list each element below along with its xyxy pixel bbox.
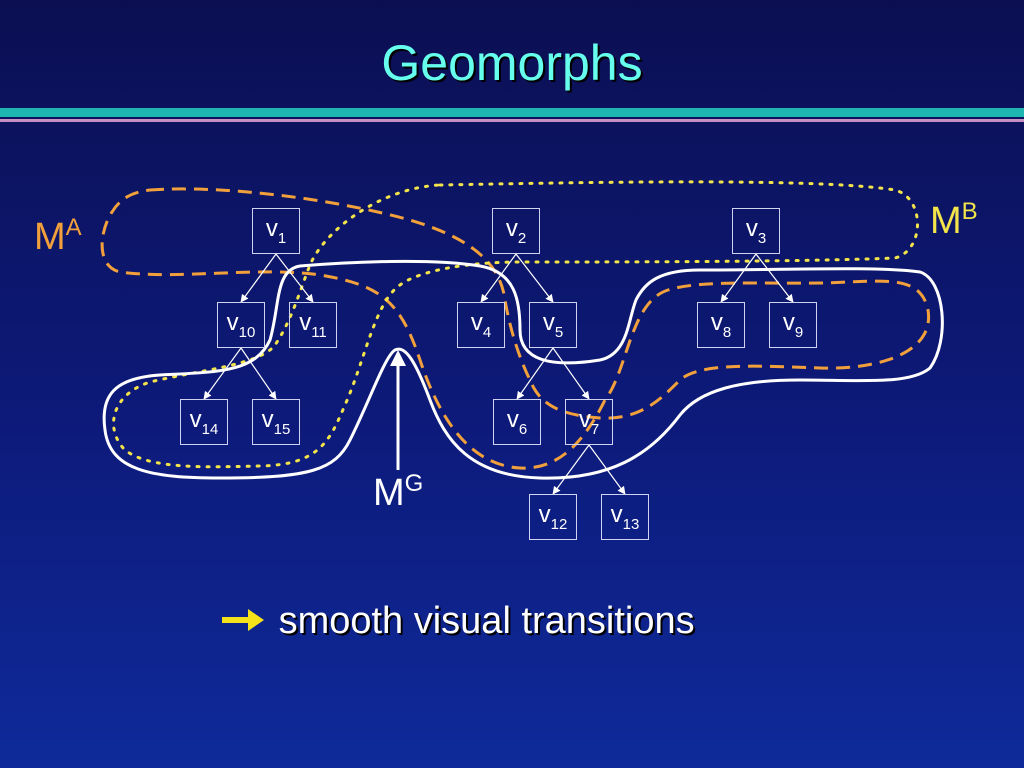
node-v3: v3	[732, 208, 780, 254]
node-v13-subscript: 13	[622, 516, 640, 533]
edge-v1-v10	[240, 253, 277, 303]
node-v2: v2	[492, 208, 540, 254]
node-v12-label: v	[538, 501, 551, 528]
caption: smooth visual transitions	[220, 600, 695, 650]
node-v13: v13	[601, 494, 649, 540]
node-v14-label: v	[189, 406, 202, 433]
edge-v3-v8	[720, 253, 757, 303]
node-v2-label: v	[505, 215, 518, 242]
caption-text: smooth visual transitions	[278, 600, 695, 642]
edge-v2-v5	[515, 253, 554, 303]
node-v10-label: v	[226, 309, 239, 336]
node-v5-subscript: 5	[554, 324, 564, 341]
node-v14-subscript: 14	[201, 421, 219, 438]
node-v5-label: v	[542, 309, 555, 336]
node-v10: v10	[217, 302, 265, 348]
node-v7-subscript: 7	[590, 421, 600, 438]
node-v11-label: v	[299, 309, 312, 336]
mg-label-base: M	[373, 472, 405, 514]
node-v9-subscript: 9	[794, 324, 804, 341]
node-v9: v9	[769, 302, 817, 348]
mb-region-outline	[112, 180, 919, 469]
tree-edges	[203, 253, 794, 495]
edge-v5-v6	[516, 347, 554, 400]
node-v4-subscript: 4	[482, 324, 492, 341]
node-v6: v6	[493, 399, 541, 445]
node-v9-label: v	[782, 309, 795, 336]
node-v15-label: v	[261, 406, 274, 433]
mb-label: MB	[930, 198, 978, 242]
node-v15: v15	[252, 399, 300, 445]
node-v13-label: v	[610, 501, 623, 528]
node-v3-label: v	[745, 215, 758, 242]
node-v12: v12	[529, 494, 577, 540]
node-v8-label: v	[710, 309, 723, 336]
mg-region-outline	[102, 259, 944, 480]
node-v8-subscript: 8	[722, 324, 732, 341]
node-v12-subscript: 12	[550, 516, 568, 533]
node-v10-subscript: 10	[238, 324, 256, 341]
edge-v2-v4	[480, 253, 517, 303]
node-v6-label: v	[506, 406, 519, 433]
edge-v7-v12	[552, 444, 590, 495]
node-v4-label: v	[470, 309, 483, 336]
node-v7: v7	[565, 399, 613, 445]
node-v11-subscript: 11	[311, 324, 327, 341]
node-v6-subscript: 6	[518, 421, 528, 438]
node-v1-label: v	[265, 215, 278, 242]
node-v11: v11	[289, 302, 337, 348]
edge-v7-v13	[588, 444, 626, 495]
node-v7-label: v	[578, 406, 591, 433]
node-v1-subscript: 1	[277, 230, 287, 247]
edge-v3-v9	[755, 253, 794, 303]
slide-title: Geomorphs	[381, 35, 643, 91]
ma-region-outline	[100, 187, 931, 470]
node-v3-subscript: 3	[757, 230, 767, 247]
title-rule-pink	[0, 119, 1024, 122]
node-v1: v1	[252, 208, 300, 254]
ma-label-base: M	[34, 216, 66, 258]
mg-label-sup: G	[404, 470, 424, 497]
node-v4: v4	[457, 302, 505, 348]
node-v14: v14	[180, 399, 228, 445]
node-v8: v8	[697, 302, 745, 348]
node-v15-subscript: 15	[273, 421, 291, 438]
mb-label-sup: B	[961, 198, 978, 225]
mg-label: MG	[373, 470, 424, 514]
mb-label-base: M	[930, 200, 962, 242]
node-v2-subscript: 2	[517, 230, 527, 247]
right-arrow-icon	[222, 609, 264, 631]
edge-v5-v7	[552, 347, 590, 400]
node-v5: v5	[529, 302, 577, 348]
edge-v10-v14	[203, 347, 242, 400]
edge-v10-v15	[240, 347, 277, 400]
ma-label-sup: A	[65, 214, 82, 241]
edge-v1-v11	[275, 253, 314, 303]
ma-label: MA	[34, 214, 82, 258]
title-rule-teal	[0, 108, 1024, 117]
